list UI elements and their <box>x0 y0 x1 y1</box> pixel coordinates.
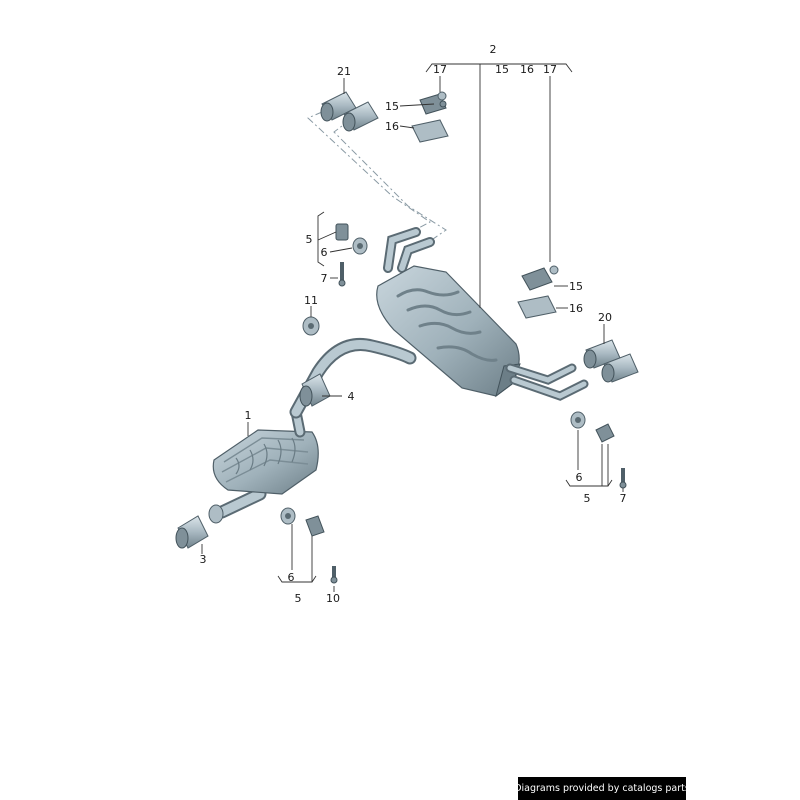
callout-7-upper: 7 <box>321 272 328 285</box>
callout-4: 4 <box>348 390 355 403</box>
callout-labels: 2 17 15 16 17 21 15 16 5 6 7 15 16 11 20… <box>200 43 627 605</box>
callout-16-right: 16 <box>569 302 583 315</box>
callout-3: 3 <box>200 553 207 566</box>
leader-lines <box>201 63 624 592</box>
callout-20: 20 <box>598 311 612 324</box>
callout-15-upper: 15 <box>385 100 399 113</box>
callout-15-right: 15 <box>569 280 583 293</box>
callout-21: 21 <box>337 65 351 78</box>
callout-17-top: 17 <box>433 63 447 76</box>
callout-15-top: 15 <box>495 63 509 76</box>
mounting-parts <box>175 223 627 584</box>
callout-7-right: 7 <box>620 492 627 505</box>
callout-6-lower: 6 <box>288 571 295 584</box>
tail-pipe-20 <box>583 339 639 383</box>
credit-banner: Diagrams provided by catalogs parts <box>514 777 690 800</box>
bracket-group-right <box>517 265 559 319</box>
callout-16-top: 16 <box>520 63 534 76</box>
front-silencer <box>208 406 319 524</box>
tail-pipe-21 <box>320 91 379 132</box>
callout-5-lower: 5 <box>295 592 302 605</box>
rear-silencer <box>376 227 589 401</box>
callout-2: 2 <box>490 43 497 56</box>
callout-10: 10 <box>326 592 340 605</box>
assembly-line-21 <box>307 111 447 249</box>
callout-6-upper: 6 <box>321 246 328 259</box>
callout-5-upper: 5 <box>306 233 313 246</box>
bracket-group-upper <box>411 91 449 143</box>
callout-1: 1 <box>245 409 252 422</box>
callout-17-right: 17 <box>543 63 557 76</box>
callout-16-upper: 16 <box>385 120 399 133</box>
callout-11: 11 <box>304 294 318 307</box>
callout-5-right: 5 <box>584 492 591 505</box>
callout-6-right: 6 <box>576 471 583 484</box>
intermediate-pipe <box>289 338 417 419</box>
